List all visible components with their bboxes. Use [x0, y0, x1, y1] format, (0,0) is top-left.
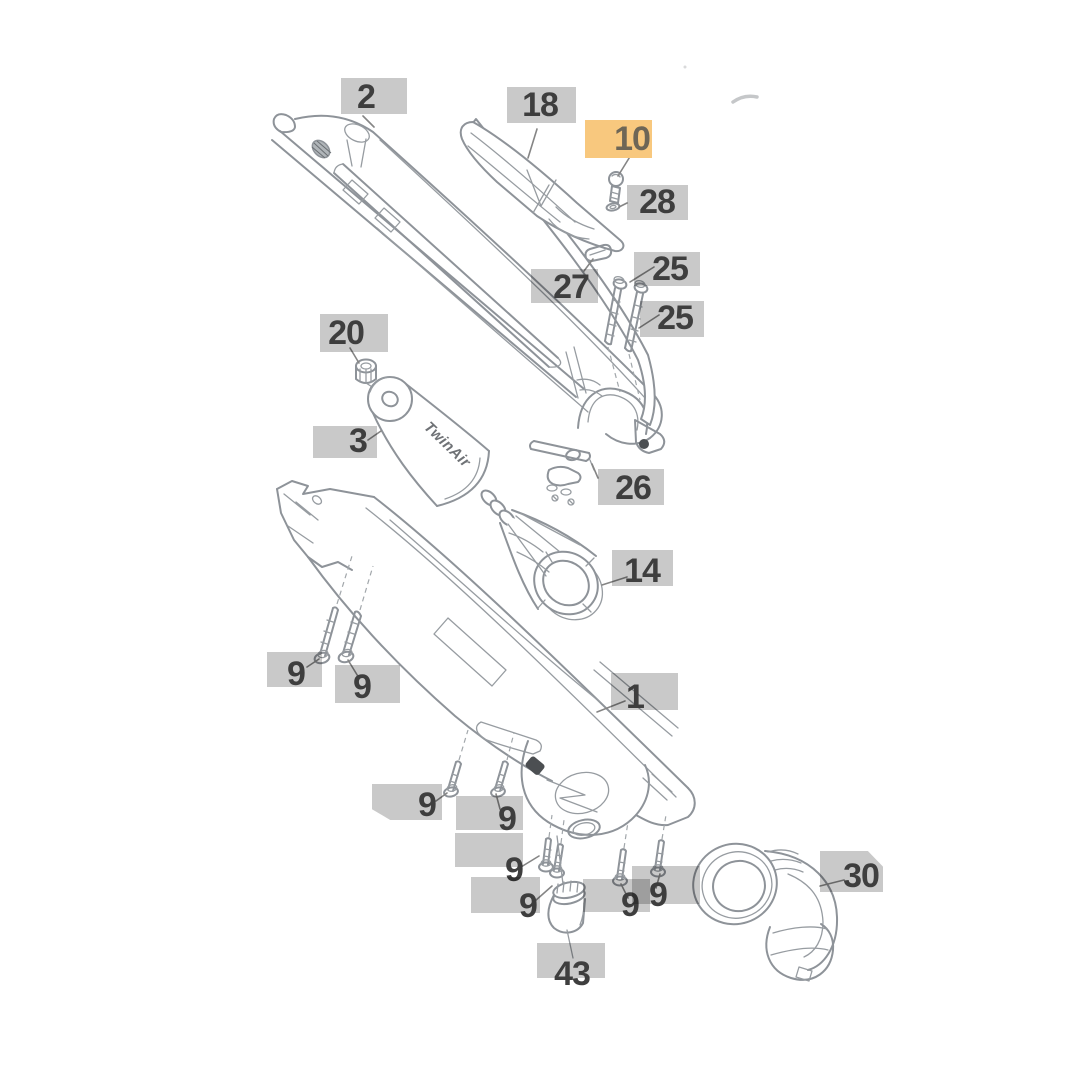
callout-box-18[interactable]	[507, 87, 576, 123]
bolt-9-7	[612, 821, 629, 887]
callout-number-9-3: 9	[418, 786, 437, 824]
callout-number-3: 3	[349, 422, 368, 460]
callout-box-9-1[interactable]	[267, 652, 322, 687]
callout-number-25a: 25	[652, 250, 689, 288]
watermark-swoosh	[683, 65, 759, 104]
part-airbox-body-1	[276, 480, 696, 840]
callout-number-2: 2	[357, 78, 376, 116]
callout-box-9-2[interactable]	[335, 665, 400, 703]
callout-box-9-3[interactable]	[372, 784, 442, 820]
callout-box-3[interactable]	[313, 426, 377, 458]
callout-box-9-6[interactable]	[471, 877, 540, 913]
callout-number-9-7: 9	[621, 886, 640, 924]
callout-number-20: 20	[328, 314, 365, 352]
bolt-9-1	[313, 555, 353, 665]
bolt-9-4	[490, 732, 515, 798]
washer-28	[605, 202, 621, 212]
callout-number-25b: 25	[657, 299, 694, 337]
bolt-9-6	[549, 819, 565, 879]
drain-sleeve-43	[547, 835, 586, 959]
callout-box-26[interactable]	[598, 469, 664, 505]
callout-box-30[interactable]	[820, 851, 883, 892]
leader-lines	[306, 115, 845, 902]
callout-box-14[interactable]	[612, 550, 673, 586]
callout-number-9-1: 9	[287, 655, 306, 693]
callout-number-9-5: 9	[505, 851, 524, 889]
callout-number-30: 30	[843, 857, 880, 895]
callout-box-2[interactable]	[341, 78, 407, 114]
clip-27	[584, 243, 613, 262]
callout-box-43[interactable]	[537, 943, 605, 978]
callout-box-27[interactable]	[531, 269, 598, 303]
screws-25	[604, 275, 649, 401]
callout-number-10: 10	[614, 120, 651, 158]
filter-cage-14	[480, 489, 604, 621]
part-seal-frame-18	[459, 118, 666, 454]
callout-number-43: 43	[554, 955, 591, 993]
callout-number-9-8: 9	[649, 876, 668, 914]
callout-box-20[interactable]	[320, 314, 388, 352]
callout-number-28: 28	[639, 183, 676, 221]
callout-number-9-6: 9	[519, 887, 538, 925]
callout-box-25b[interactable]	[640, 301, 704, 337]
callout-number-26: 26	[615, 469, 652, 507]
callout-number-9-4: 9	[498, 800, 517, 838]
nut-20	[355, 358, 378, 391]
callout-box-9-5[interactable]	[455, 833, 523, 867]
valve-assembly-26	[529, 440, 595, 506]
callout-box-9-7[interactable]	[583, 879, 650, 912]
callout-number-9-2: 9	[353, 668, 372, 706]
callout-number-18: 18	[522, 86, 559, 124]
part-upper-cover-2	[271, 113, 663, 445]
bolt-9-8	[650, 814, 667, 878]
callout-box-28[interactable]	[627, 185, 688, 220]
callout-box-9-4[interactable]	[456, 796, 523, 830]
callout-box-25a[interactable]	[634, 252, 700, 286]
callout-number-1: 1	[626, 678, 645, 716]
bolt-9-5	[538, 814, 554, 873]
bolt-9-3	[443, 729, 469, 798]
air-filter-3: TwinAir	[367, 376, 490, 507]
callout-number-14: 14	[624, 552, 661, 590]
bolt-9-2	[337, 565, 374, 664]
intake-boot-30	[692, 842, 840, 982]
callout-box-9-8[interactable]	[632, 866, 700, 904]
callout-box-10-highlighted[interactable]	[585, 120, 652, 158]
callout-number-27: 27	[553, 268, 590, 306]
screw-10	[608, 171, 624, 204]
callout-box-1[interactable]	[611, 673, 678, 710]
